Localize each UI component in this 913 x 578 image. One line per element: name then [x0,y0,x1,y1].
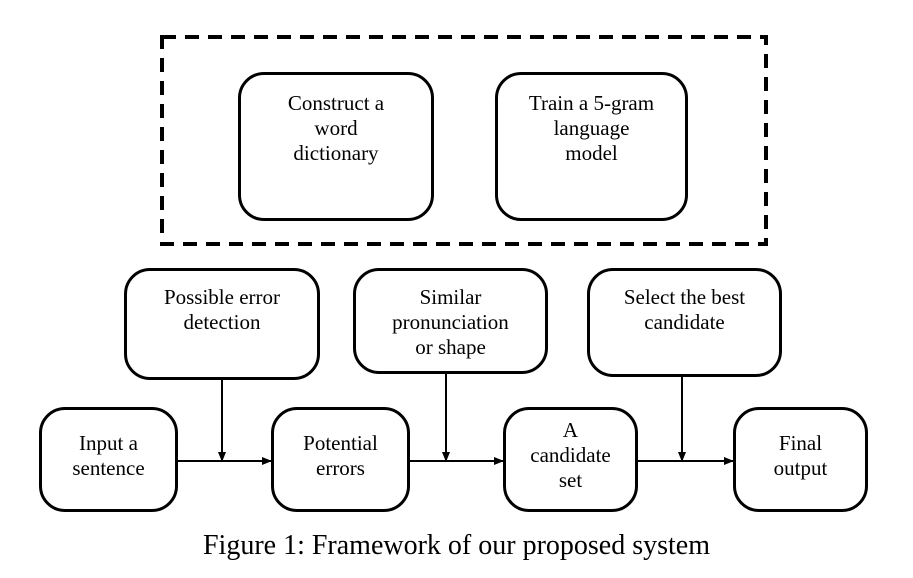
similar-pronunciation-box: Similar pronunciation or shape [353,268,548,374]
final-output-box: Final output [733,407,868,512]
potential-errors-box: Potential errors [271,407,410,512]
train-language-model-box: Train a 5-gram language model [495,72,688,221]
figure-caption: Figure 1: Framework of our proposed syst… [202,530,711,561]
error-detection-box: Possible error detection [124,268,320,380]
input-sentence-box: Input a sentence [39,407,178,512]
construct-dictionary-box: Construct a word dictionary [238,72,434,221]
preprocessing-frame [160,35,768,246]
candidate-set-box: A candidate set [503,407,638,512]
select-best-candidate-box: Select the best candidate [587,268,782,377]
